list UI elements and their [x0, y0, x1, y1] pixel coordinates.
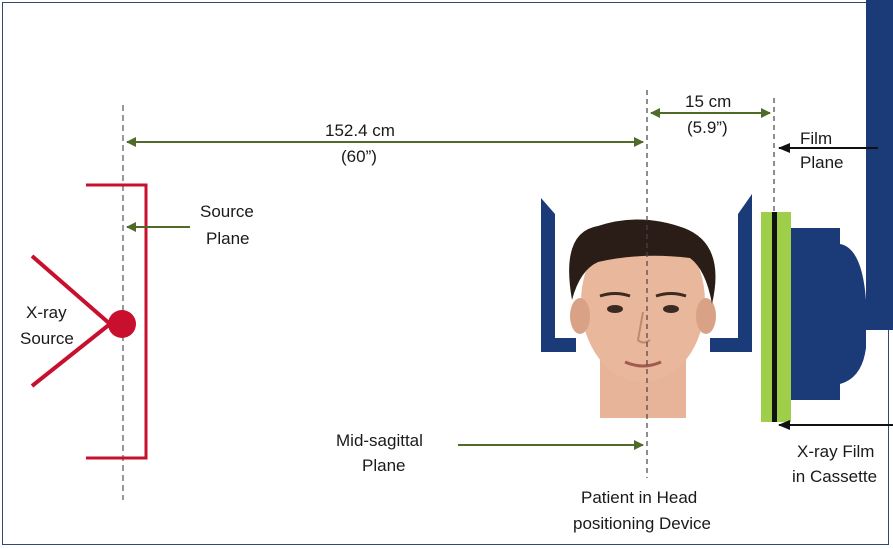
film-holder [790, 228, 866, 400]
label-152cm: 152.4 cm [325, 120, 395, 141]
patient-head [569, 219, 716, 418]
label-xray-source-2: Source [20, 328, 74, 349]
label-60in: (60”) [341, 146, 377, 167]
label-film-plane-1: Film [800, 128, 832, 149]
label-patient-2: positioning Device [573, 513, 711, 534]
label-source-plane-1: Source [200, 201, 254, 222]
label-film-cassette-1: X-ray Film [797, 441, 874, 462]
label-15cm: 15 cm [685, 91, 731, 112]
label-midsagittal-1: Mid-sagittal [336, 430, 423, 451]
label-patient-1: Patient in Head [581, 487, 697, 508]
machine-column [866, 0, 893, 330]
label-film-cassette-2: in Cassette [792, 466, 877, 487]
label-5-9in: (5.9”) [687, 117, 728, 138]
label-source-plane-2: Plane [206, 228, 249, 249]
label-xray-source-1: X-ray [26, 302, 67, 323]
label-midsagittal-2: Plane [362, 455, 405, 476]
xray-film [772, 212, 777, 422]
label-film-plane-2: Plane [800, 152, 843, 173]
